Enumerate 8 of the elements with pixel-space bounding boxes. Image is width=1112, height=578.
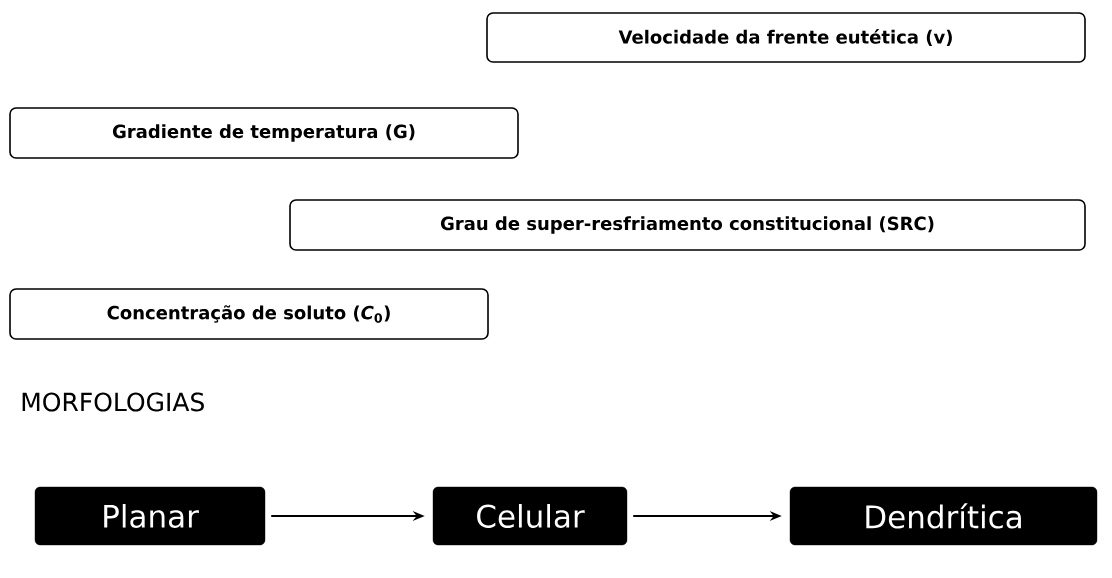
morphology-box: Dendrítica xyxy=(789,486,1098,546)
morphology-box: Celular xyxy=(432,486,628,546)
morphology-box: Planar xyxy=(34,486,266,546)
section-heading: MORFOLOGIAS xyxy=(22,392,204,412)
factor-box: Concentração de soluto (C$_{0}$) xyxy=(9,288,489,340)
factor-box: Gradiente de temperatura (G) xyxy=(9,107,519,159)
factor-box: Velocidade da frente eutética (v) xyxy=(486,12,1086,63)
factor-box: Grau de super-resfriamento constitucional (SRC) xyxy=(289,199,1086,251)
